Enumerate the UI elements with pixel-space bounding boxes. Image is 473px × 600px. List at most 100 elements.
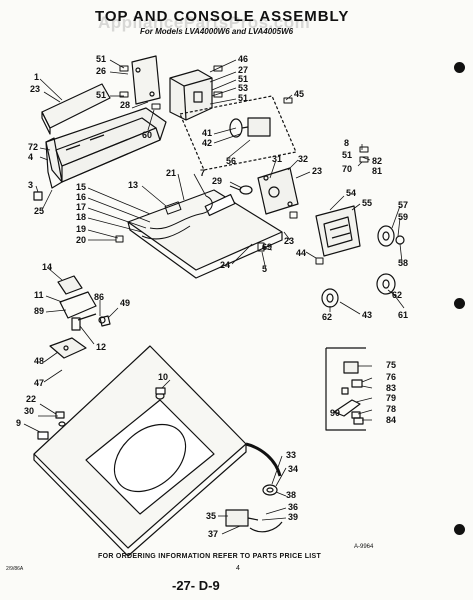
control-knob bbox=[377, 225, 405, 247]
callout-51-e: 51 bbox=[342, 150, 352, 160]
callout-49: 49 bbox=[120, 298, 130, 308]
callout-14: 14 bbox=[42, 262, 52, 272]
diagram-title: TOP AND CONSOLE ASSEMBLY bbox=[95, 8, 350, 25]
callout-3: 3 bbox=[28, 180, 33, 190]
leader-lines bbox=[23, 59, 405, 535]
callout-53: 53 bbox=[238, 83, 248, 93]
timer-assembly bbox=[179, 95, 297, 171]
ordering-note: FOR ORDERING INFORMATION REFER TO PARTS … bbox=[98, 553, 322, 560]
strike-block bbox=[99, 315, 111, 327]
hardware-screws bbox=[115, 65, 369, 265]
callout-16: 16 bbox=[76, 192, 86, 202]
callout-22: 22 bbox=[26, 394, 36, 404]
callout-32: 32 bbox=[298, 154, 308, 164]
callout-23-low: 23 bbox=[284, 236, 294, 246]
callout-51-a: 51 bbox=[96, 54, 106, 64]
callout-35: 35 bbox=[206, 511, 216, 521]
callout-55: 55 bbox=[362, 198, 372, 208]
callout-46: 46 bbox=[238, 54, 248, 64]
rear-cover-plate bbox=[131, 55, 161, 105]
callout-72: 72 bbox=[28, 142, 38, 152]
callout-81: 81 bbox=[372, 166, 382, 176]
callout-41: 41 bbox=[202, 128, 212, 138]
callout-51-d: 51 bbox=[238, 93, 248, 103]
pressure-switch-group bbox=[225, 484, 283, 533]
callout-33: 33 bbox=[286, 450, 296, 460]
binder-hole-bottom bbox=[454, 524, 465, 535]
hinge-plate bbox=[49, 337, 87, 359]
callout-10: 10 bbox=[158, 372, 168, 382]
callout-82: 82 bbox=[372, 156, 382, 166]
callout-48: 48 bbox=[34, 356, 44, 366]
callout-62-right: 62 bbox=[392, 290, 402, 300]
callout-59: 59 bbox=[398, 212, 408, 222]
callout-69: 69 bbox=[262, 242, 272, 252]
callout-51-c: 51 bbox=[238, 74, 248, 84]
callout-25: 25 bbox=[34, 206, 44, 216]
callout-5: 5 bbox=[262, 264, 267, 274]
callout-31: 31 bbox=[272, 154, 282, 164]
callout-56: 56 bbox=[226, 156, 236, 166]
wire-harness bbox=[141, 195, 213, 240]
callout-18: 18 bbox=[76, 212, 86, 222]
callout-90: 90 bbox=[330, 408, 340, 418]
callout-34: 34 bbox=[288, 464, 298, 474]
callout-78: 78 bbox=[386, 404, 396, 414]
callout-20: 20 bbox=[76, 235, 86, 245]
callout-79: 79 bbox=[386, 393, 396, 403]
callout-1: 1 bbox=[34, 72, 39, 82]
console-back-panel bbox=[41, 83, 111, 135]
callout-numbers: 1 23 51 26 51 28 60 46 27 51 53 51 45 41… bbox=[16, 54, 408, 539]
page-number: 4 bbox=[236, 565, 240, 572]
callout-13: 13 bbox=[128, 180, 138, 190]
callout-12: 12 bbox=[96, 342, 106, 352]
callout-84: 84 bbox=[386, 415, 396, 425]
callout-23-mid: 23 bbox=[312, 166, 322, 176]
callout-15: 15 bbox=[76, 182, 86, 192]
console-body bbox=[45, 107, 167, 183]
callout-9: 9 bbox=[16, 418, 21, 428]
binder-hole-middle bbox=[454, 298, 465, 309]
callout-60: 60 bbox=[142, 130, 152, 140]
control-bracket bbox=[169, 69, 213, 121]
watermark: AppliancePartsPros.com bbox=[98, 13, 311, 32]
sheet-label: -27- D-9 bbox=[172, 578, 220, 593]
callout-37: 37 bbox=[208, 529, 218, 539]
callout-42: 42 bbox=[202, 138, 212, 148]
callout-28: 28 bbox=[120, 100, 130, 110]
callout-19: 19 bbox=[76, 224, 86, 234]
callout-29: 29 bbox=[212, 176, 222, 186]
diagram-subtitle: For Models LVA4000W6 and LVA4005W6 bbox=[140, 27, 294, 36]
callout-83: 83 bbox=[386, 383, 396, 393]
callout-7: 7 bbox=[200, 168, 205, 178]
callout-61: 61 bbox=[398, 310, 408, 320]
lid-lock-assembly bbox=[57, 275, 106, 331]
callout-51-b: 51 bbox=[96, 90, 106, 100]
callout-76: 76 bbox=[386, 372, 396, 382]
binder-hole-top bbox=[454, 62, 465, 73]
callout-24: 24 bbox=[220, 260, 230, 270]
washer-top-panel bbox=[33, 345, 282, 557]
callout-44: 44 bbox=[296, 248, 306, 258]
callout-43: 43 bbox=[362, 310, 372, 320]
callout-30: 30 bbox=[24, 406, 34, 416]
callout-47: 47 bbox=[34, 378, 44, 388]
callout-26: 26 bbox=[96, 66, 106, 76]
callout-4: 4 bbox=[28, 152, 33, 162]
callout-36: 36 bbox=[288, 502, 298, 512]
callout-75: 75 bbox=[386, 360, 396, 370]
callout-21: 21 bbox=[166, 168, 176, 178]
figure-reference: A-9964 bbox=[354, 544, 374, 550]
callout-62-left: 62 bbox=[322, 312, 332, 322]
print-code: 2/9/86A bbox=[6, 566, 24, 572]
control-panel-plate bbox=[315, 205, 361, 257]
callout-39: 39 bbox=[288, 512, 298, 522]
callout-38: 38 bbox=[286, 490, 296, 500]
lid-switch bbox=[229, 185, 253, 195]
bumpers bbox=[37, 387, 166, 440]
callout-17: 17 bbox=[76, 202, 86, 212]
callout-45: 45 bbox=[294, 89, 304, 99]
switch-bracket bbox=[257, 167, 299, 215]
